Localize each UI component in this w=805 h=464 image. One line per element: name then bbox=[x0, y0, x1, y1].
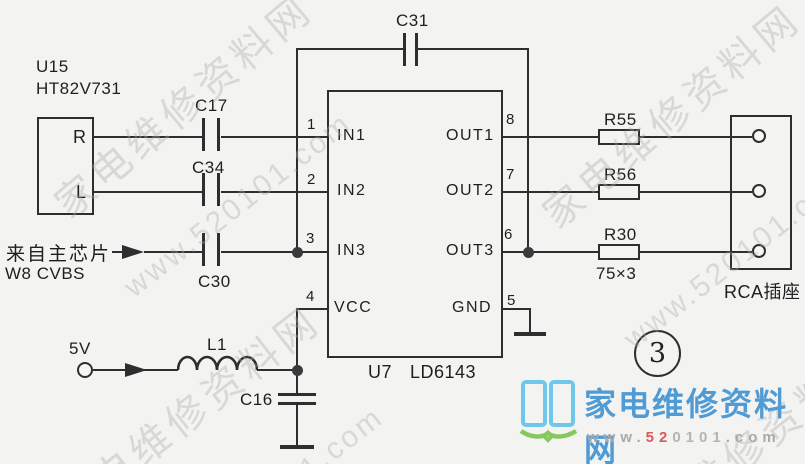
wire bbox=[502, 136, 598, 139]
figure-number: 3 bbox=[648, 338, 667, 369]
wire bbox=[502, 308, 530, 311]
ic-pin-label-out2: OUT2 bbox=[446, 182, 495, 199]
ground-symbol bbox=[280, 445, 314, 449]
capacitor-c16-plate bbox=[278, 402, 316, 406]
signal-arrow-icon bbox=[125, 363, 147, 377]
capacitor-c31-plate bbox=[415, 33, 419, 66]
resistor-r30 bbox=[598, 244, 640, 260]
pin-number: 1 bbox=[307, 116, 316, 133]
capacitor-c31-label: C31 bbox=[396, 11, 429, 30]
ic-pin-label-out3: OUT3 bbox=[446, 242, 495, 259]
ic-pin-label-vcc: VCC bbox=[334, 299, 373, 316]
ic-ref-label: U7 bbox=[368, 362, 393, 382]
resistor-r56-label: R56 bbox=[604, 165, 637, 184]
figure-number-badge: 3 bbox=[634, 330, 681, 377]
ic-u7-body bbox=[327, 90, 503, 358]
capacitor-c34-plate bbox=[202, 173, 206, 206]
u15-part-label: HT82V731 bbox=[36, 79, 122, 98]
capacitor-c17-plate bbox=[217, 118, 221, 151]
supply-5v-label: 5V bbox=[69, 339, 91, 358]
pin-number: 3 bbox=[306, 230, 315, 247]
u15-block bbox=[37, 117, 94, 215]
signal-arrow-icon bbox=[122, 245, 144, 259]
cvbs-source-label: 来自主芯片 bbox=[6, 244, 112, 265]
wire bbox=[297, 48, 404, 51]
wire bbox=[296, 48, 299, 253]
resistor-r55-label: R55 bbox=[604, 110, 637, 129]
junction-dot bbox=[523, 247, 534, 258]
wire bbox=[640, 191, 752, 194]
capacitor-c17-label: C17 bbox=[195, 96, 228, 115]
logo-url-suffix: .com bbox=[725, 429, 781, 446]
wire bbox=[221, 191, 327, 194]
capacitor-c34-label: C34 bbox=[192, 158, 225, 177]
u15-pin-l-label: L bbox=[76, 182, 87, 202]
inductor-l1-symbol bbox=[177, 355, 258, 371]
supply-terminal bbox=[77, 362, 93, 378]
rca-connector-body bbox=[730, 115, 792, 270]
wire bbox=[502, 251, 598, 254]
capacitor-c16-label: C16 bbox=[240, 390, 273, 409]
pin-number: 8 bbox=[506, 111, 515, 128]
capacitor-c16-plate bbox=[278, 393, 316, 397]
wire bbox=[297, 308, 327, 311]
wire bbox=[93, 191, 203, 194]
resistor-r55 bbox=[598, 129, 640, 145]
ic-pin-label-gnd: GND bbox=[452, 299, 493, 316]
wire bbox=[296, 370, 299, 396]
resistor-r56 bbox=[598, 184, 640, 200]
rca-jack bbox=[752, 129, 766, 143]
junction-dot bbox=[292, 247, 303, 258]
wire bbox=[257, 369, 298, 372]
capacitor-c31-plate bbox=[403, 33, 407, 66]
pin-number: 6 bbox=[504, 226, 513, 243]
logo-url-mid: 0101 bbox=[672, 429, 726, 446]
capacitor-c30-plate bbox=[217, 233, 221, 266]
u15-pin-r-label: R bbox=[73, 127, 87, 147]
wire bbox=[296, 308, 299, 371]
ic-pin-label-in2: IN2 bbox=[337, 182, 367, 199]
wire bbox=[418, 48, 528, 51]
capacitor-c17-plate bbox=[202, 118, 206, 151]
cvbs-signal-label: W8 CVBS bbox=[5, 264, 86, 283]
resistor-value-note: 75×3 bbox=[596, 264, 637, 283]
rca-connector-label: RCA插座 bbox=[724, 282, 801, 302]
rca-jack bbox=[752, 244, 766, 258]
wire bbox=[112, 251, 122, 254]
wire bbox=[296, 404, 299, 447]
wire bbox=[221, 251, 327, 254]
ic-part-label: LD6143 bbox=[410, 362, 477, 382]
wire bbox=[527, 48, 530, 253]
ground-symbol bbox=[514, 332, 546, 336]
wire bbox=[221, 136, 327, 139]
logo-site-url: www.520101.com bbox=[587, 429, 781, 446]
wire bbox=[640, 136, 752, 139]
open-book-logo-icon bbox=[519, 380, 578, 443]
wire bbox=[640, 251, 752, 254]
junction-dot bbox=[292, 365, 303, 376]
ic-pin-label-out1: OUT1 bbox=[446, 127, 495, 144]
logo-url-prefix: www. bbox=[587, 429, 646, 446]
capacitor-c34-plate bbox=[217, 173, 221, 206]
pin-number: 5 bbox=[507, 292, 516, 309]
wire bbox=[529, 308, 532, 335]
pin-number: 7 bbox=[506, 166, 515, 183]
wire bbox=[144, 251, 203, 254]
pin-number: 2 bbox=[307, 171, 316, 188]
pin-number: 4 bbox=[306, 288, 315, 305]
wire bbox=[502, 191, 598, 194]
inductor-l1-label: L1 bbox=[207, 335, 227, 354]
u15-ref-label: U15 bbox=[36, 57, 69, 76]
logo-site-name: 家电维修资料网 bbox=[584, 386, 789, 464]
logo-url-highlight: 52 bbox=[645, 429, 673, 446]
capacitor-c30-label: C30 bbox=[198, 272, 231, 291]
capacitor-c30-plate bbox=[202, 233, 206, 266]
resistor-r30-label: R30 bbox=[604, 225, 637, 244]
ic-pin-label-in3: IN3 bbox=[337, 242, 367, 259]
rca-jack bbox=[752, 184, 766, 198]
wire bbox=[93, 136, 203, 139]
ic-pin-label-in1: IN1 bbox=[337, 127, 367, 144]
